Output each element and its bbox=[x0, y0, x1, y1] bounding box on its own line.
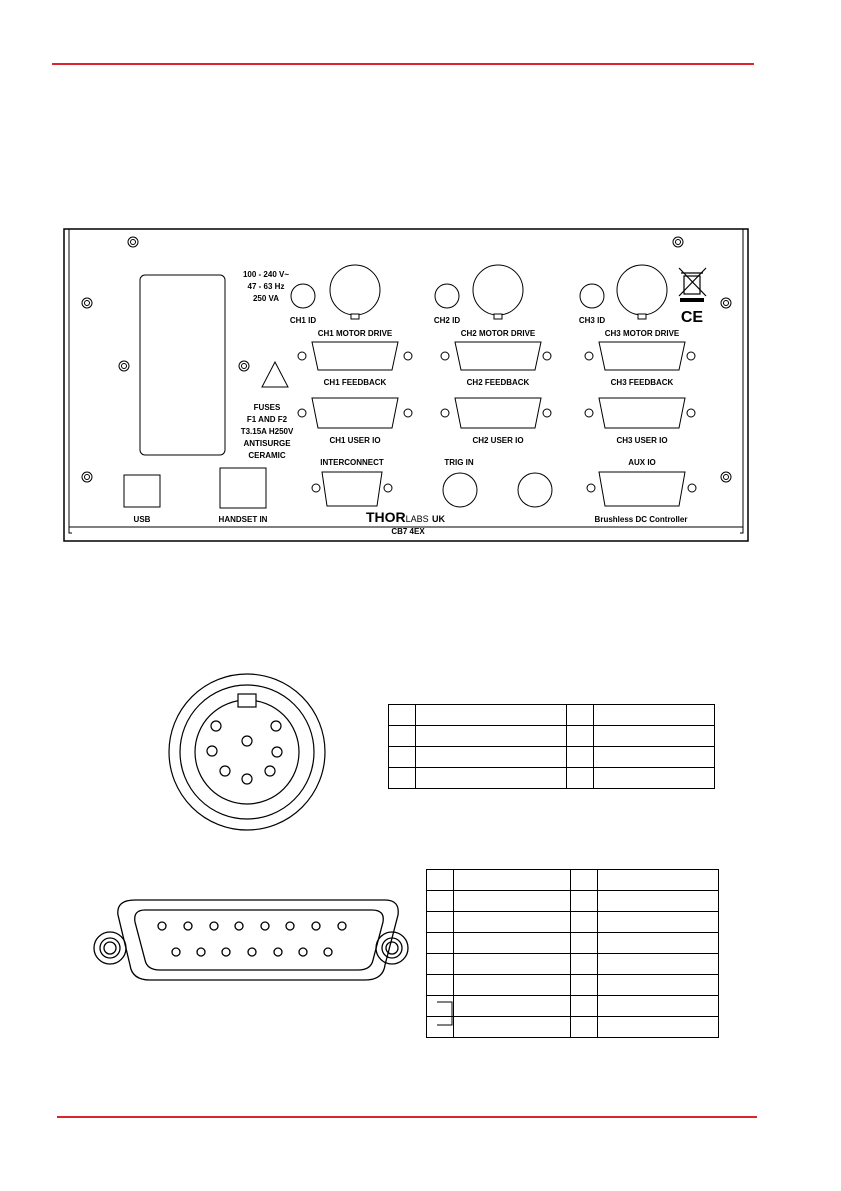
header-rule bbox=[52, 63, 754, 65]
power-rating-line-3: 250 VA bbox=[253, 294, 279, 303]
blank-cover-plate bbox=[139, 274, 226, 456]
ch1-id-label: CH1 ID bbox=[290, 316, 316, 325]
ch1-user-io-label: CH1 USER IO bbox=[329, 436, 380, 445]
power-rating-line-2: 47 - 63 Hz bbox=[248, 282, 285, 291]
table-row bbox=[426, 869, 719, 891]
panel-screws bbox=[81, 236, 732, 483]
dsub15-connector-diagram bbox=[93, 899, 409, 981]
table-row bbox=[426, 974, 719, 996]
weee-bin-icon bbox=[678, 267, 707, 297]
ch2-motor-drive-label: CH2 MOTOR DRIVE bbox=[461, 329, 536, 338]
channel-1: CH1 ID CH1 MOTOR DRIVE CH1 FEEDBACK CH1 … bbox=[290, 264, 413, 445]
trig-in-connector bbox=[442, 472, 478, 508]
fuse-text-line-3: T3.15A H250V bbox=[241, 427, 294, 436]
trig-out-connector bbox=[517, 472, 553, 508]
ch2-id-label: CH2 ID bbox=[434, 316, 460, 325]
ch2-id-connector bbox=[434, 283, 460, 309]
table-row bbox=[426, 995, 719, 1017]
interconnect-dsub bbox=[321, 471, 383, 507]
usb-port bbox=[123, 474, 161, 508]
ch3-feedback-dsub bbox=[598, 397, 686, 429]
ch1-id-connector bbox=[290, 283, 316, 309]
channel-3: CH3 ID CH3 MOTOR DRIVE CH3 FEEDBACK CH3 … bbox=[579, 264, 696, 445]
fuse-text-line-5: CERAMIC bbox=[248, 451, 286, 460]
interconnect-label: INTERCONNECT bbox=[320, 458, 384, 467]
ch3-id-connector bbox=[579, 283, 605, 309]
table-row bbox=[426, 932, 719, 954]
ch1-motor-drive-label: CH1 MOTOR DRIVE bbox=[318, 329, 393, 338]
table-row bbox=[426, 890, 719, 912]
weee-bar bbox=[680, 298, 704, 302]
pin-table-2 bbox=[426, 869, 719, 1038]
fuse-text-line-4: ANTISURGE bbox=[243, 439, 291, 448]
handset-label: HANDSET IN bbox=[219, 515, 268, 524]
ch2-motor-connector bbox=[472, 264, 524, 316]
postcode-label: CB7 4EX bbox=[391, 527, 425, 536]
ch1-motor-connector bbox=[329, 264, 381, 316]
ch1-feedback-dsub bbox=[311, 397, 399, 429]
table-row bbox=[426, 911, 719, 933]
table-row bbox=[388, 704, 715, 726]
handset-port bbox=[219, 467, 267, 509]
ch3-motor-drive-dsub bbox=[598, 341, 686, 371]
ch1-feedback-label: CH1 FEEDBACK bbox=[324, 378, 387, 387]
table-row bbox=[426, 1016, 719, 1038]
brand-suffix: UK bbox=[432, 514, 445, 524]
ch2-motor-drive-dsub bbox=[454, 341, 542, 371]
fuse-text-line-2: F1 AND F2 bbox=[247, 415, 288, 424]
table-row bbox=[426, 953, 719, 975]
power-rating-line-1: 100 - 240 V~ bbox=[243, 270, 289, 279]
table-row bbox=[388, 767, 715, 789]
channel-2: CH2 ID CH2 MOTOR DRIVE CH2 FEEDBACK CH2 … bbox=[434, 264, 552, 445]
ce-mark: CE bbox=[681, 309, 704, 326]
product-label: Brushless DC Controller bbox=[595, 515, 688, 524]
ch3-feedback-label: CH3 FEEDBACK bbox=[611, 378, 674, 387]
usb-label: USB bbox=[134, 515, 151, 524]
thorlabs-logo: THORLABS bbox=[366, 509, 429, 525]
corner-mark-right bbox=[740, 527, 744, 534]
ch3-motor-drive-label: CH3 MOTOR DRIVE bbox=[605, 329, 680, 338]
aux-io-dsub bbox=[598, 471, 686, 507]
table-row bbox=[388, 725, 715, 747]
ch2-feedback-label: CH2 FEEDBACK bbox=[467, 378, 530, 387]
aux-io-label: AUX IO bbox=[628, 458, 656, 467]
fuse-text-line-1: FUSES bbox=[254, 403, 281, 412]
warning-triangle-icon bbox=[261, 360, 289, 388]
ch2-feedback-dsub bbox=[454, 397, 542, 429]
rear-panel-inner-outline bbox=[68, 228, 744, 528]
ch3-motor-connector bbox=[616, 264, 668, 316]
table-row bbox=[388, 746, 715, 768]
ch3-user-io-label: CH3 USER IO bbox=[616, 436, 667, 445]
footer-rule bbox=[57, 1116, 757, 1118]
trig-in-label: TRIG IN bbox=[444, 458, 474, 467]
corner-mark-left bbox=[68, 527, 72, 534]
ch1-motor-drive-dsub bbox=[311, 341, 399, 371]
pin-table-1 bbox=[388, 704, 715, 789]
ch2-user-io-label: CH2 USER IO bbox=[472, 436, 523, 445]
circular-connector-diagram bbox=[168, 673, 326, 831]
ch3-id-label: CH3 ID bbox=[579, 316, 605, 325]
